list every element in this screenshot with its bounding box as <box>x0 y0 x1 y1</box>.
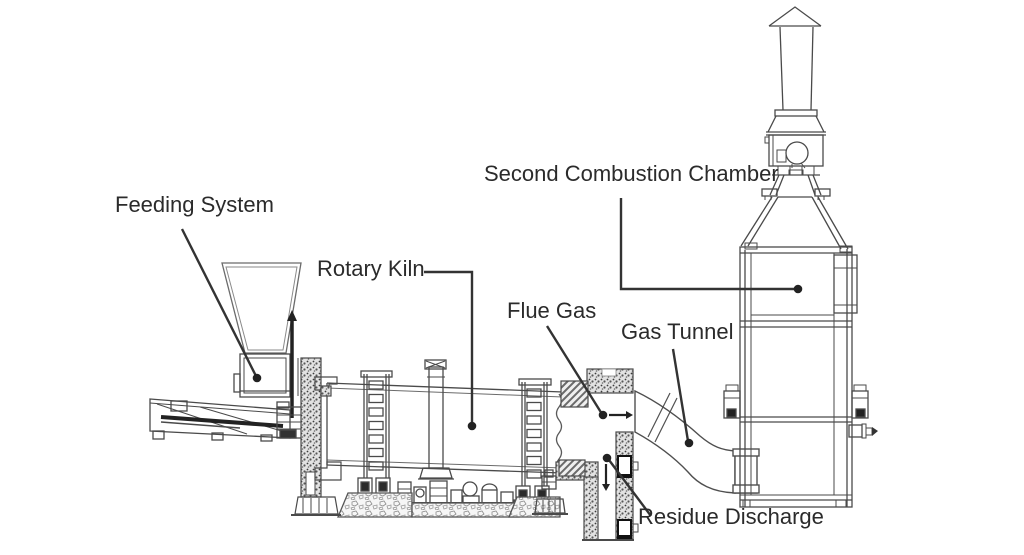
flow-arrows <box>602 411 633 491</box>
label-flue-gas: Flue Gas <box>507 298 597 323</box>
burner-lance-right-arrow <box>872 427 878 436</box>
leader-gas-tunnel <box>671 348 690 442</box>
leader-lines <box>180 198 803 517</box>
leader-residue-discharge <box>608 459 652 517</box>
feeding-system-drawing <box>149 262 303 442</box>
label-residue-discharge: Residue Discharge <box>638 504 824 529</box>
label-rotary-kiln: Rotary Kiln <box>317 256 425 281</box>
leader-second-combustion-chamber <box>619 198 795 291</box>
leader-rotary-kiln <box>424 270 474 424</box>
kiln-front-wall <box>291 357 342 516</box>
ram-feeder-up-arrow <box>287 310 297 321</box>
leader-feeding-system <box>180 228 259 379</box>
rotary-kiln-drawing <box>326 359 568 518</box>
label-feeding-system: Feeding System <box>115 192 274 217</box>
leader-flue-gas <box>545 325 604 415</box>
leader-dots <box>252 284 803 463</box>
label-gas-tunnel: Gas Tunnel <box>621 319 734 344</box>
second-combustion-chamber-drawing <box>723 6 878 508</box>
chimney-cap <box>768 6 822 27</box>
label-second-combustion-chamber: Second Combustion Chamber <box>484 161 779 186</box>
kiln-discharge-chamber <box>555 368 639 541</box>
